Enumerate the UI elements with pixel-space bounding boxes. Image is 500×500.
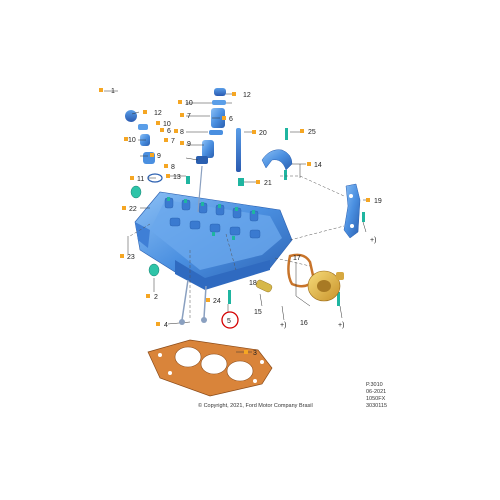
doc-meta-line-3: 1050FX — [366, 396, 386, 402]
dashed-reference-lines — [129, 175, 345, 318]
callout-15[interactable]: 15 — [254, 309, 262, 316]
plus-mark-sensor: +) — [280, 322, 286, 329]
svg-text:2: 2 — [154, 294, 158, 301]
callout-21[interactable]: 21 — [256, 180, 272, 187]
callout-1[interactable]: 1 — [99, 88, 115, 95]
svg-text:7: 7 — [187, 113, 191, 120]
valve-spring-stack — [196, 88, 226, 213]
svg-text:10: 10 — [163, 121, 171, 128]
svg-text:6: 6 — [229, 116, 233, 123]
callout-9b[interactable]: 9 — [150, 153, 161, 160]
svg-text:12: 12 — [154, 110, 162, 117]
callout-11[interactable]: 11 — [130, 176, 144, 183]
svg-text:6: 6 — [167, 128, 171, 135]
svg-text:9: 9 — [157, 153, 161, 160]
svg-text:10: 10 — [128, 137, 136, 144]
callout-19[interactable]: 19 — [366, 198, 382, 205]
svg-text:20: 20 — [259, 130, 267, 137]
callout-10c[interactable]: 10 — [124, 137, 136, 144]
head-gasket — [147, 339, 273, 397]
doc-meta-line-4: 3030115 — [366, 403, 387, 409]
callout-16[interactable]: 16 — [300, 320, 308, 327]
svg-text:23: 23 — [127, 254, 135, 261]
callout-24[interactable]: 24 — [206, 298, 221, 305]
water-pump — [307, 270, 344, 302]
callout-13[interactable]: 13 — [166, 174, 181, 181]
callout-17[interactable]: 17 — [293, 255, 301, 262]
doc-meta-line-1: P.3010 — [366, 382, 383, 388]
svg-text:3: 3 — [253, 350, 257, 357]
callout-9a[interactable]: 9 — [180, 141, 191, 148]
callout-14[interactable]: 14 — [307, 162, 322, 169]
doc-meta-line-2: 06-2021 — [366, 389, 386, 395]
svg-text:16: 16 — [300, 320, 308, 327]
seal-rings — [130, 173, 163, 277]
callout-12b[interactable]: 12 — [143, 110, 162, 117]
svg-text:7: 7 — [171, 138, 175, 145]
svg-text:10: 10 — [185, 100, 193, 107]
small-bolts — [186, 128, 365, 306]
highlight-circle — [221, 311, 239, 329]
svg-text:21: 21 — [264, 180, 272, 187]
callout-22[interactable]: 22 — [122, 206, 137, 213]
injector-tube — [236, 128, 241, 172]
timing-bracket — [343, 183, 361, 239]
pump-gasket — [287, 253, 316, 288]
svg-text:8: 8 — [171, 164, 175, 171]
svg-text:18: 18 — [249, 280, 257, 287]
callout-7a[interactable]: 7 — [180, 113, 191, 120]
copyright-text: © Copyright, 2021, Ford Motor Company Br… — [198, 402, 313, 409]
svg-text:24: 24 — [213, 298, 221, 305]
svg-text:4: 4 — [164, 322, 168, 329]
callout-6a[interactable]: 6 — [160, 128, 171, 135]
plus-mark-bracket: +) — [370, 237, 376, 244]
callout-6b[interactable]: 6 — [222, 116, 233, 123]
svg-text:17: 17 — [293, 255, 301, 262]
callout-8b[interactable]: 8 — [164, 164, 175, 171]
svg-text:9: 9 — [187, 141, 191, 148]
callout-4[interactable]: 4 — [156, 322, 168, 329]
valve-lines — [179, 279, 207, 325]
sensor-plug — [255, 279, 273, 293]
callout-7b[interactable]: 7 — [164, 138, 175, 145]
svg-text:1: 1 — [111, 88, 115, 95]
svg-text:15: 15 — [254, 309, 262, 316]
callout-12a[interactable]: 12 — [232, 92, 251, 99]
callout-25[interactable]: 25 — [300, 129, 316, 136]
svg-text:25: 25 — [308, 129, 316, 136]
svg-text:12: 12 — [243, 92, 251, 99]
svg-text:14: 14 — [314, 162, 322, 169]
callout-20[interactable]: 20 — [252, 130, 267, 137]
plus-mark-pump: +) — [338, 322, 344, 329]
svg-text:13: 13 — [173, 174, 181, 181]
camshaft-bearing-cap — [261, 149, 293, 171]
callout-23[interactable]: 23 — [120, 254, 135, 261]
svg-text:11: 11 — [137, 176, 144, 183]
svg-text:22: 22 — [129, 206, 137, 213]
leader-lines — [104, 90, 370, 353]
cylinder-head — [134, 191, 293, 290]
callout-10b[interactable]: 10 — [156, 121, 171, 128]
svg-text:19: 19 — [374, 198, 382, 205]
callout-3[interactable]: 3 — [244, 350, 257, 357]
callout-8a[interactable]: 8 — [174, 129, 184, 136]
svg-text:5: 5 — [227, 318, 231, 325]
callout-5[interactable]: 5 — [227, 318, 231, 325]
callout-18[interactable]: 18 — [249, 280, 257, 287]
svg-text:8: 8 — [180, 129, 184, 136]
callout-10a[interactable]: 10 — [178, 100, 193, 107]
callout-2[interactable]: 2 — [146, 294, 158, 301]
